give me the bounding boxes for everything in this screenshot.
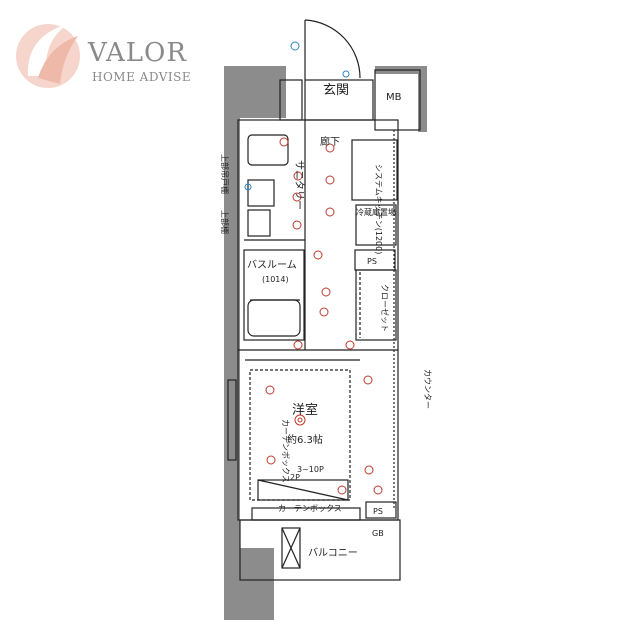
room-mb: MB [386,92,402,103]
note-closet: クローゼット [380,284,390,332]
room-sanitary: サニタリー [293,160,305,210]
room-balcony: バルコニー [308,547,358,559]
note-counter: カウンター [423,369,432,409]
ps-lower: PS [373,507,383,516]
room-youshitsu: 洋室 [292,402,318,418]
room-genkan: 玄関 [323,83,349,98]
data-outlets [244,41,350,191]
logo-swirl-icon [16,24,80,88]
gb-label: GB [372,529,384,538]
note-kitchen: システムキッチン(1200) [374,164,383,254]
note-fridge: 冷蔵庫置場 [356,207,396,217]
interior-walls [227,19,421,581]
note-range: 3~10P [297,465,324,474]
note-upper-shelf-2: 上部棚 [220,210,230,234]
logo-name: VALOR [88,38,187,68]
note-curtain-box-left: カーテンボックス [281,419,290,483]
valor-logo: VALOR HOME ADVISE [8,6,198,96]
ps-upper: PS [367,257,377,266]
room-bathroom: バスルーム [247,259,297,271]
note-range-sub: 2P [290,473,300,482]
exterior-walls [224,66,427,620]
note-upper-shelf-1: 上部吊戸棚 [220,154,230,194]
room-rouka: 廊下 [320,135,340,148]
logo-tagline: HOME ADVISE [92,70,192,84]
room-bath-size: (1014) [262,275,289,284]
note-curtain-box-bottom: カーテンボックス [278,504,342,513]
room-youshitsu-size: 約6.3帖 [287,433,323,446]
electrical-symbols [265,137,383,495]
